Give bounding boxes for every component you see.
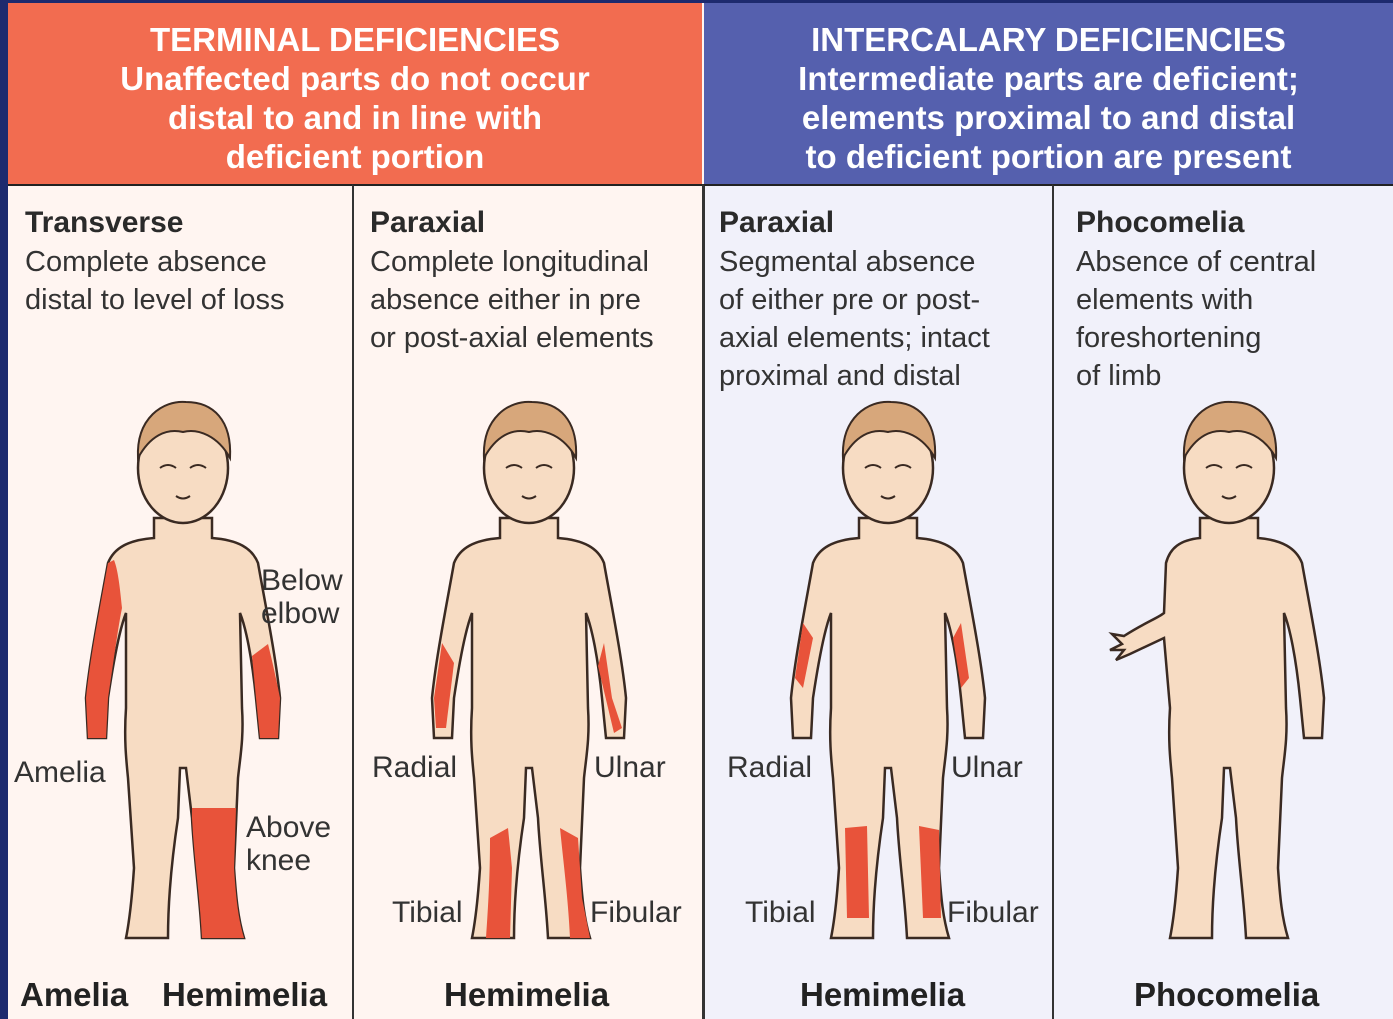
header-terminal-line-2: distal to and in line with <box>8 98 702 137</box>
header-intercalary: INTERCALARY DEFICIENCIES Intermediate pa… <box>704 3 1393 184</box>
label-below-elbow: Below elbow <box>261 564 343 630</box>
child-body <box>432 413 626 938</box>
panel-title: Transverse <box>25 206 183 240</box>
header-terminal-title: TERMINAL DEFICIENCIES <box>8 20 702 59</box>
header-intercalary-line-2: elements proximal to and distal <box>704 98 1393 137</box>
label-ulnar: Ulnar <box>594 751 666 784</box>
child-figure-paraxial-terminal <box>414 398 644 958</box>
header-terminal-line-3: deficient portion <box>8 137 702 176</box>
header-terminal-line-1: Unaffected parts do not occur <box>8 59 702 98</box>
footer-phocomelia: Phocomelia <box>1134 976 1319 1014</box>
label-radial: Radial <box>372 751 457 784</box>
label-fibular: Fibular <box>590 896 682 929</box>
label-amelia: Amelia <box>14 756 106 789</box>
label-fibular: Fibular <box>947 896 1039 929</box>
panel-paraxial-terminal: Paraxial Complete longitudinal absence e… <box>352 184 702 1019</box>
header-intercalary-line-3: to deficient portion are present <box>704 137 1393 176</box>
header-intercalary-line-1: Intermediate parts are deficient; <box>704 59 1393 98</box>
header-terminal: TERMINAL DEFICIENCIES Unaffected parts d… <box>8 3 702 184</box>
child-figure-paraxial-intercalary <box>773 398 1003 958</box>
footer-amelia: Amelia <box>20 976 128 1014</box>
panel-title: Paraxial <box>370 206 485 240</box>
label-ulnar: Ulnar <box>951 751 1023 784</box>
child-body <box>791 413 985 938</box>
deficiency-tibial <box>845 826 869 918</box>
figure-frame: TERMINAL DEFICIENCIES Unaffected parts d… <box>8 3 1393 1019</box>
label-radial: Radial <box>727 751 812 784</box>
footer-hemimelia: Hemimelia <box>162 976 327 1014</box>
label-tibial: Tibial <box>745 896 816 929</box>
header-intercalary-title: INTERCALARY DEFICIENCIES <box>704 20 1393 59</box>
label-tibial: Tibial <box>392 896 463 929</box>
child-body <box>1110 413 1324 938</box>
panel-title: Paraxial <box>719 206 834 240</box>
panel-description: Absence of central elements with foresho… <box>1076 243 1316 395</box>
panel-description: Complete longitudinal absence either in … <box>370 243 654 357</box>
panel-phocomelia: Phocomelia Absence of central elements w… <box>1052 184 1393 1019</box>
panel-description: Complete absence distal to level of loss <box>25 243 285 319</box>
panel-description: Segmental absence of either pre or post-… <box>719 243 990 395</box>
panel-transverse: Transverse Complete absence distal to le… <box>8 184 352 1019</box>
label-above-knee: Above knee <box>246 811 331 877</box>
footer-hemimelia: Hemimelia <box>800 976 965 1014</box>
panel-title: Phocomelia <box>1076 206 1244 240</box>
footer-hemimelia: Hemimelia <box>444 976 609 1014</box>
child-figure-phocomelia <box>1104 398 1344 958</box>
panel-paraxial-intercalary: Paraxial Segmental absence of either pre… <box>702 184 1052 1019</box>
